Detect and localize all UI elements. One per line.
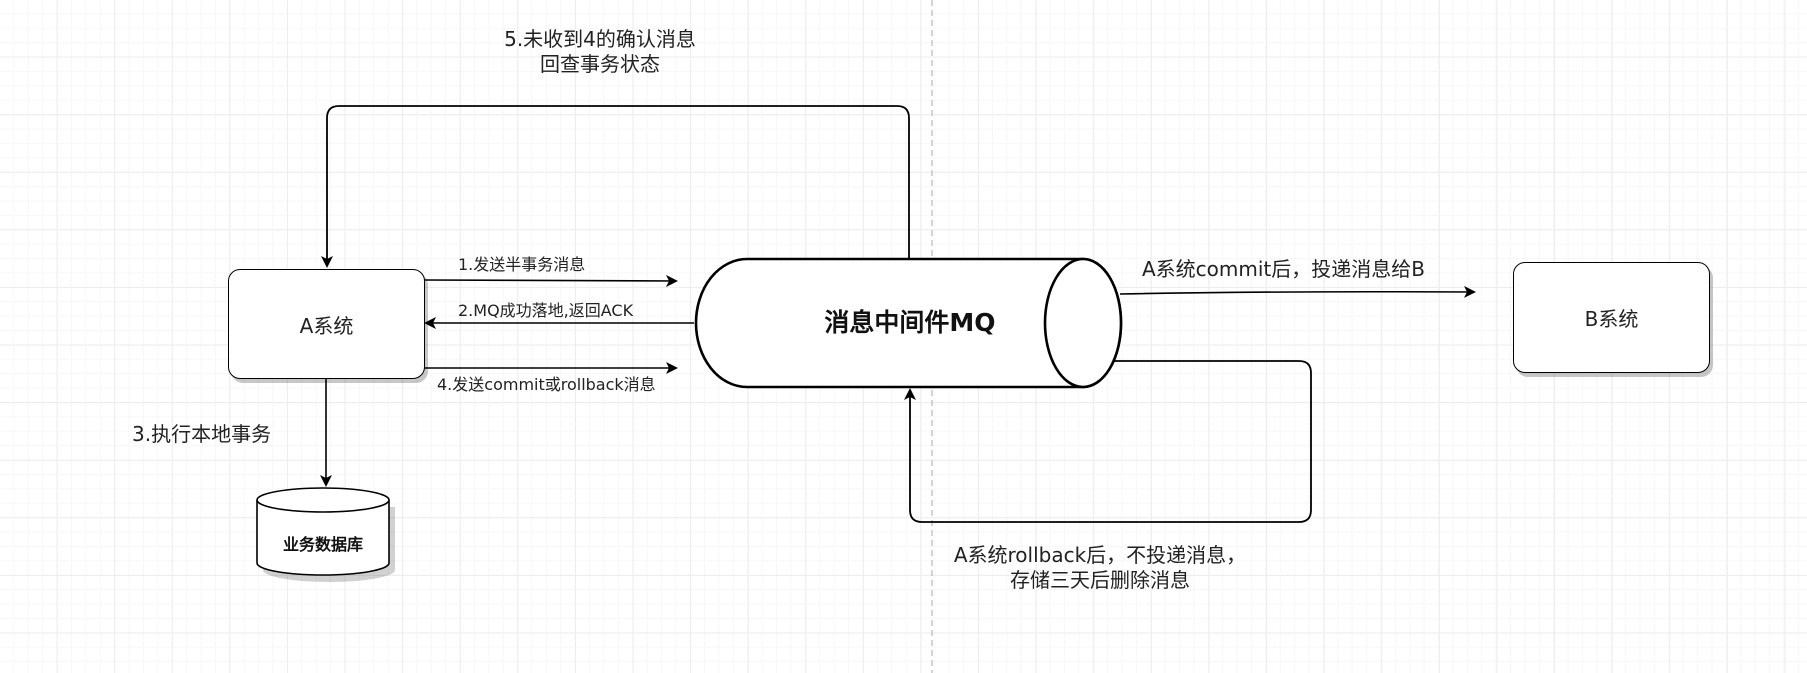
edge-rollback-loop — [904, 360, 1312, 523]
rollback-label: A系统rollback后，不投递消息， 存储三天后删除消息 — [900, 543, 1300, 593]
mq-cylinder — [694, 257, 1123, 389]
step5-label: 5.未收到4的确认消息 回查事务状态 — [450, 27, 750, 77]
edge-send-half-message — [423, 274, 678, 287]
edge-commit-deliver — [1119, 285, 1476, 298]
system-b-node: B系统 — [1513, 262, 1710, 373]
system-a-label: A系统 — [299, 313, 354, 338]
rollback-line2: 存储三天后删除消息 — [1010, 568, 1190, 592]
edge-recheck-status — [321, 105, 910, 268]
commit-deliver-label: A系统commit后，投递消息给B — [1142, 257, 1425, 281]
step2-label: 2.MQ成功落地,返回ACK — [458, 301, 634, 320]
step1-label: 1.发送半事务消息 — [458, 255, 586, 274]
step5-line2: 回查事务状态 — [540, 52, 660, 76]
database-label: 业务数据库 — [282, 535, 363, 554]
mq-label: 消息中间件MQ — [824, 308, 996, 337]
database-cylinder — [256, 487, 395, 582]
step5-line1: 5.未收到4的确认消息 — [504, 27, 696, 51]
step4-label: 4.发送commit或rollback消息 — [437, 375, 656, 394]
system-b-label: B系统 — [1584, 307, 1639, 331]
rollback-line1: A系统rollback后，不投递消息， — [953, 543, 1247, 567]
step3-label: 3.执行本地事务 — [132, 422, 272, 446]
system-a-node: A系统 — [228, 269, 425, 379]
